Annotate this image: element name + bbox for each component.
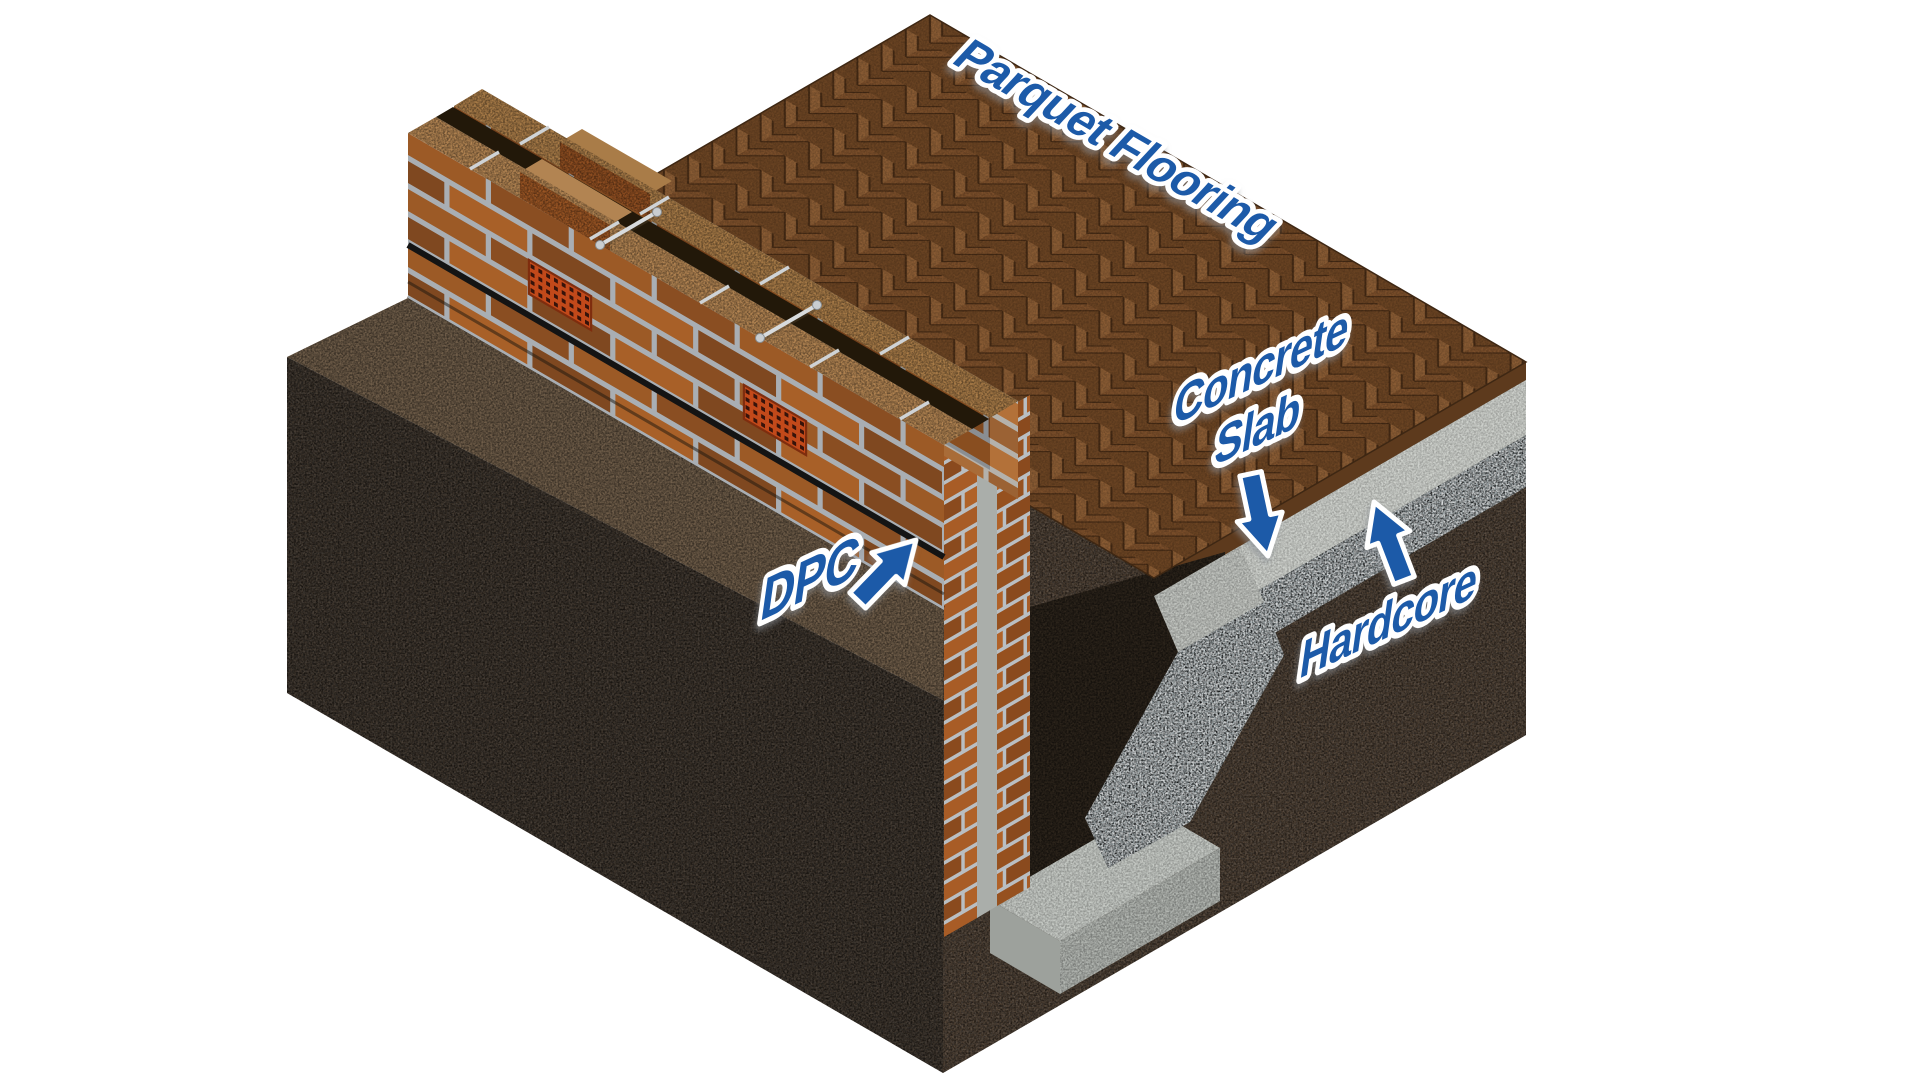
wall-tie-icon (595, 207, 662, 250)
brick-wall-outer-face (408, 133, 944, 610)
brick-wall-end-cut (944, 395, 1030, 937)
parquet-floor-surface (556, 14, 1528, 579)
air-brick-vent-icon (742, 383, 808, 457)
top-face-mortar-joints (469, 125, 930, 421)
dpc-line (406, 242, 946, 560)
hardcore-wrap (1085, 602, 1284, 868)
brick-cavity-wall (406, 89, 1018, 610)
soil-block-front-face (287, 357, 943, 1073)
soil-block-top (287, 298, 944, 700)
wall-tie-icon (755, 300, 822, 343)
concrete-slab-end (1154, 546, 1264, 652)
air-brick-vent-icon (527, 258, 593, 332)
foundation-footing (990, 807, 1220, 994)
parquet-edge-layer (1154, 362, 1526, 596)
